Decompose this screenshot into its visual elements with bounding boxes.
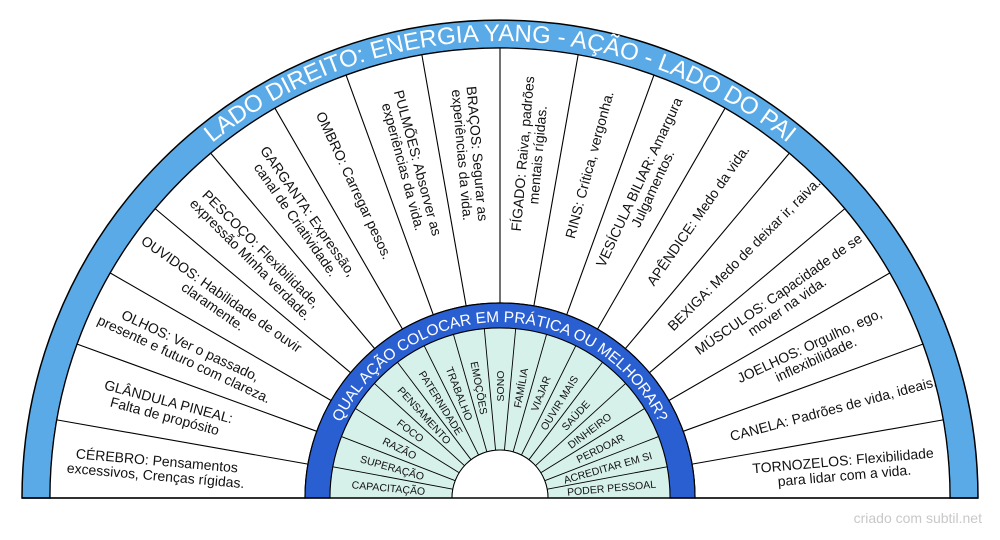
segment-divider (76, 343, 317, 432)
inner-divider (520, 345, 577, 456)
inner-divider (341, 436, 456, 482)
segment-divider (691, 419, 944, 465)
inner-divider (547, 466, 668, 490)
segment-divider (597, 108, 726, 330)
inner-divider (528, 362, 603, 460)
segment-divider (649, 208, 846, 374)
center-hole-shape (451, 449, 549, 499)
inner-divider (544, 436, 659, 482)
segment-divider (110, 272, 332, 401)
inner-divider (535, 383, 626, 466)
segment-divider (56, 419, 309, 465)
inner-divider (453, 334, 488, 452)
inner-segments: CAPACITAÇÃOSUPERAÇÃORAZÃOFOCOPENSAMENTOP… (329, 327, 671, 499)
segment-divider (566, 74, 655, 315)
segment-divider (533, 54, 579, 307)
segment-divider (683, 343, 924, 432)
segment-divider (624, 152, 790, 349)
segment-divider (274, 108, 403, 330)
inner-divider (423, 345, 480, 456)
inner-divider (512, 334, 547, 452)
segment-divider (421, 54, 467, 307)
inner-divider (397, 362, 472, 460)
center-hole (22, 449, 978, 499)
inner-divider (374, 383, 465, 466)
inner-divider (540, 408, 645, 474)
inner-divider (355, 408, 460, 474)
segment-divider (668, 272, 890, 401)
segment-divider (210, 152, 376, 349)
inner-divider (483, 328, 497, 451)
segment-divider (345, 74, 434, 315)
inner-divider (332, 466, 453, 490)
segment-divider (154, 208, 351, 374)
credit-text: criado com subtil.net (853, 510, 982, 526)
inner-divider (503, 328, 517, 451)
action-item-label: SONO (495, 371, 507, 402)
